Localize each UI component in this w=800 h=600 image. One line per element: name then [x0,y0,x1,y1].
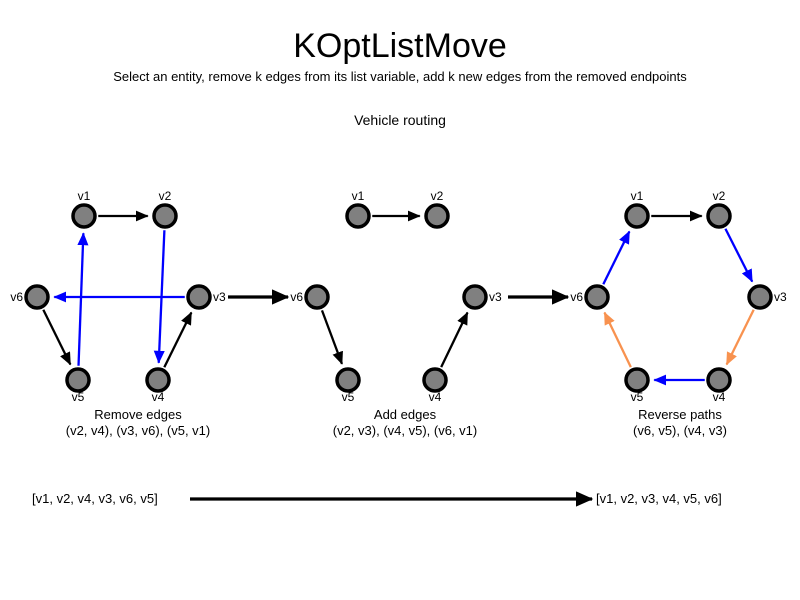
node-label-v2: v2 [431,189,444,203]
node-v1[interactable] [624,203,650,229]
node-v4[interactable] [706,367,732,393]
page-title: KOptListMove [293,27,507,65]
list-variable-before: [v1, v2, v4, v3, v6, v5] [32,491,158,506]
nodes-layer [24,203,773,393]
edge-v6-to-v5 [42,309,72,366]
node-v2[interactable] [152,203,178,229]
edge-v2-to-v3 [724,228,754,283]
node-v5[interactable] [335,367,361,393]
section-label: Vehicle routing [354,112,446,128]
caption-detail: (v2, v3), (v4, v5), (v6, v1) [332,423,478,438]
node-v4[interactable] [145,367,171,393]
edge-v5-to-v6 [603,311,632,368]
caption-panel-remove: Remove edges (v2, v4), (v3, v6), (v5, v1… [38,407,238,439]
node-label-v6: v6 [10,290,23,304]
node-v6[interactable] [24,284,50,310]
node-label-v4: v4 [713,390,726,404]
edge-v6-to-v5 [320,309,344,365]
caption-title: Add edges [373,407,437,422]
edges-layer [42,210,755,507]
edge-v4-to-v3 [163,311,193,368]
node-v1[interactable] [71,203,97,229]
node-label-v2: v2 [713,189,726,203]
node-label-v1: v1 [352,189,365,203]
list-variable-after: [v1, v2, v3, v4, v5, v6] [596,491,722,506]
edge-v3-to-v4 [725,309,755,366]
node-v6[interactable] [584,284,610,310]
node-v5[interactable] [624,367,650,393]
node-v3[interactable] [462,284,488,310]
page-subtitle: Select an entity, remove k edges from it… [113,69,687,84]
caption-panel-add: Add edges (v2, v3), (v4, v5), (v6, v1) [305,407,505,439]
node-v1[interactable] [345,203,371,229]
node-label-v1: v1 [631,189,644,203]
caption-panel-reverse: Reverse paths (v6, v5), (v4, v3) [580,407,780,439]
node-label-v1: v1 [78,189,91,203]
node-label-v5: v5 [631,390,644,404]
node-label-v4: v4 [152,390,165,404]
edge-v4-to-v3 [440,311,469,368]
node-label-v2: v2 [159,189,172,203]
node-label-v5: v5 [72,390,85,404]
node-v3[interactable] [747,284,773,310]
caption-title: Remove edges [94,407,182,422]
node-v5[interactable] [65,367,91,393]
node-v4[interactable] [422,367,448,393]
caption-detail: (v6, v5), (v4, v3) [633,423,727,438]
node-v3[interactable] [186,284,212,310]
node-label-v4: v4 [429,390,442,404]
node-labels-layer: v1 v2 v3 v4 v5 v6 v1 v2 v3 v4 v5 v6 v1 v2 v3 v4 v5 v6 [10,189,787,404]
node-v2[interactable] [424,203,450,229]
node-label-v3: v3 [774,290,787,304]
node-label-v3: v3 [213,290,226,304]
caption-title: Reverse paths [638,407,722,422]
edge-v5-to-v1 [77,232,89,366]
node-label-v6: v6 [570,290,583,304]
node-label-v5: v5 [342,390,355,404]
edge-v6-to-v1 [602,230,631,285]
node-label-v3: v3 [489,290,502,304]
node-v2[interactable] [706,203,732,229]
node-label-v6: v6 [290,290,303,304]
node-v6[interactable] [304,284,330,310]
caption-detail: (v2, v4), (v3, v6), (v5, v1) [65,423,211,438]
